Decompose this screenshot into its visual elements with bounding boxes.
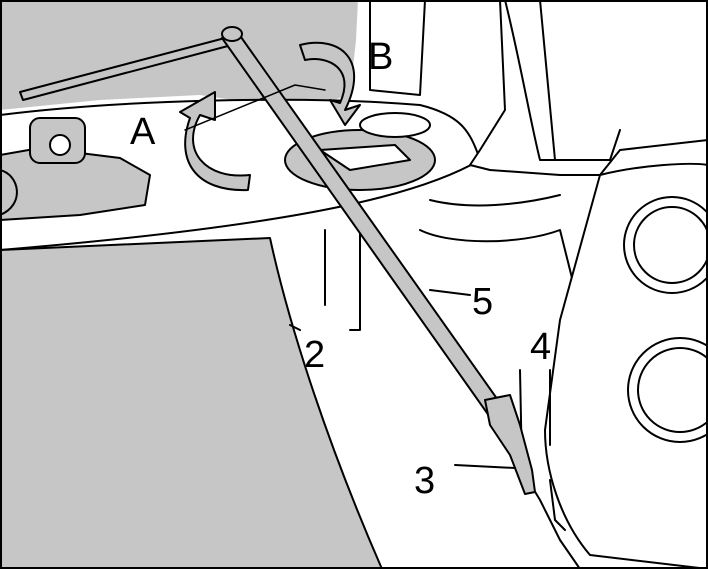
- leader-3: [454, 464, 516, 469]
- lower-body-panel: [0, 237, 383, 569]
- callout-a: A: [130, 111, 156, 153]
- callout-2: 2: [304, 334, 326, 376]
- right-body-panel: [419, 0, 708, 176]
- rotation-arrow-b: [299, 41, 361, 126]
- callout-5: 5: [472, 281, 494, 323]
- callout-3: 3: [414, 460, 436, 502]
- engine-component: [0, 117, 151, 221]
- callout-b: B: [368, 36, 394, 78]
- tool-bit: [484, 394, 536, 495]
- callout-4: 4: [530, 326, 552, 368]
- rotation-arrow-a: [179, 91, 251, 192]
